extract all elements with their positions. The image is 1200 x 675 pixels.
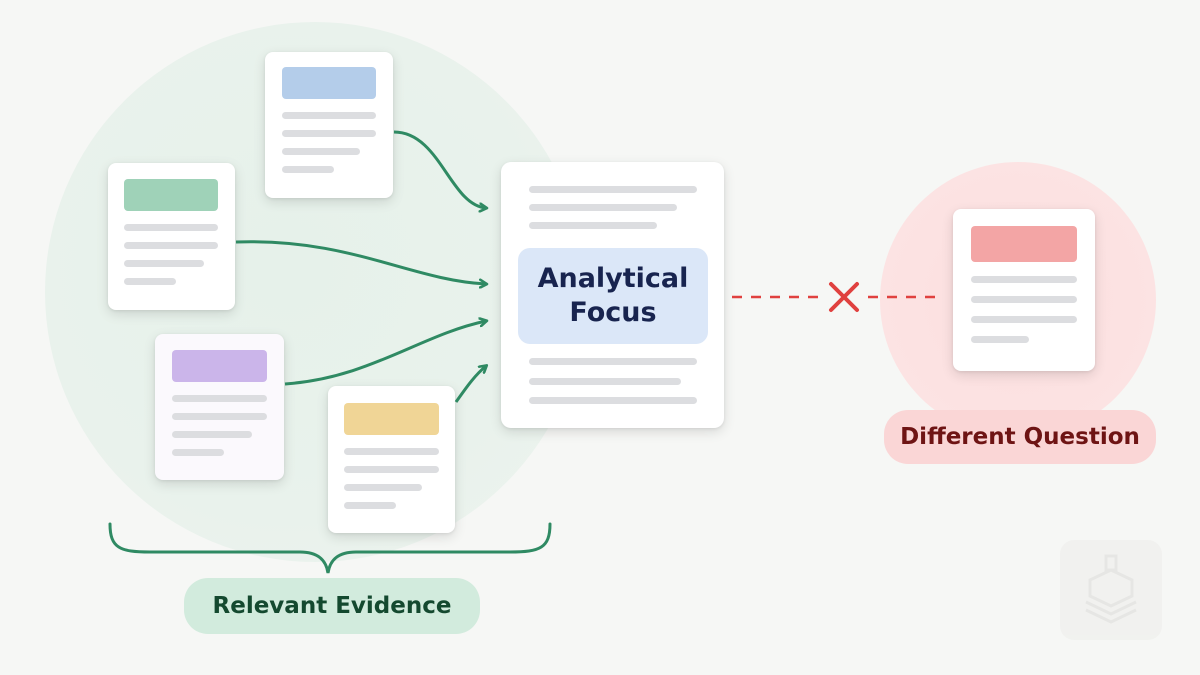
document-text-line (282, 112, 376, 119)
document-text-line (124, 260, 204, 267)
document-text-line (344, 502, 396, 509)
evidence-document-yellow (328, 386, 455, 533)
document-text-line (282, 166, 334, 173)
book-stack-icon (1085, 554, 1137, 624)
different-question-label: Different Question (884, 410, 1156, 464)
document-text-line (529, 186, 697, 193)
analytical-focus-label: Analytical Focus (537, 263, 689, 328)
evidence-document-green (108, 163, 235, 310)
evidence-document-blue (265, 52, 393, 198)
document-text-line (971, 296, 1077, 303)
document-text-line (529, 358, 697, 365)
analytical-focus-box: Analytical Focus (518, 248, 708, 344)
document-text-line (344, 466, 439, 473)
document-text-line (124, 278, 176, 285)
document-text-line (971, 316, 1077, 323)
document-text-line (172, 449, 224, 456)
arrow-from-blue-document (393, 130, 486, 208)
document-text-line (282, 130, 376, 137)
document-text-line (344, 448, 439, 455)
document-header-bar (124, 179, 218, 211)
document-text-line (529, 378, 681, 385)
document-text-line (282, 148, 360, 155)
document-text-line (124, 242, 218, 249)
arrow-from-yellow-document (454, 366, 486, 403)
arrow-from-green-document (235, 240, 486, 284)
document-header-bar (344, 403, 439, 435)
document-header-bar (172, 350, 267, 382)
document-text-line (529, 397, 697, 404)
document-header-bar (971, 226, 1077, 262)
arrow-from-purple-document (284, 321, 486, 386)
unrelated-document-red (953, 209, 1095, 371)
document-text-line (172, 431, 252, 438)
document-text-line (971, 276, 1077, 283)
relevant-evidence-brace (108, 522, 552, 574)
document-text-line (971, 336, 1029, 343)
document-text-line (344, 484, 422, 491)
document-text-line (529, 222, 657, 229)
document-text-line (172, 395, 267, 402)
document-text-line (124, 224, 218, 231)
relevant-evidence-label: Relevant Evidence (184, 578, 480, 634)
document-text-line (529, 204, 677, 211)
cross-icon (829, 282, 859, 312)
document-header-bar (282, 67, 376, 99)
document-text-line (172, 413, 267, 420)
watermark-logo (1060, 540, 1162, 640)
evidence-document-purple (155, 334, 284, 480)
